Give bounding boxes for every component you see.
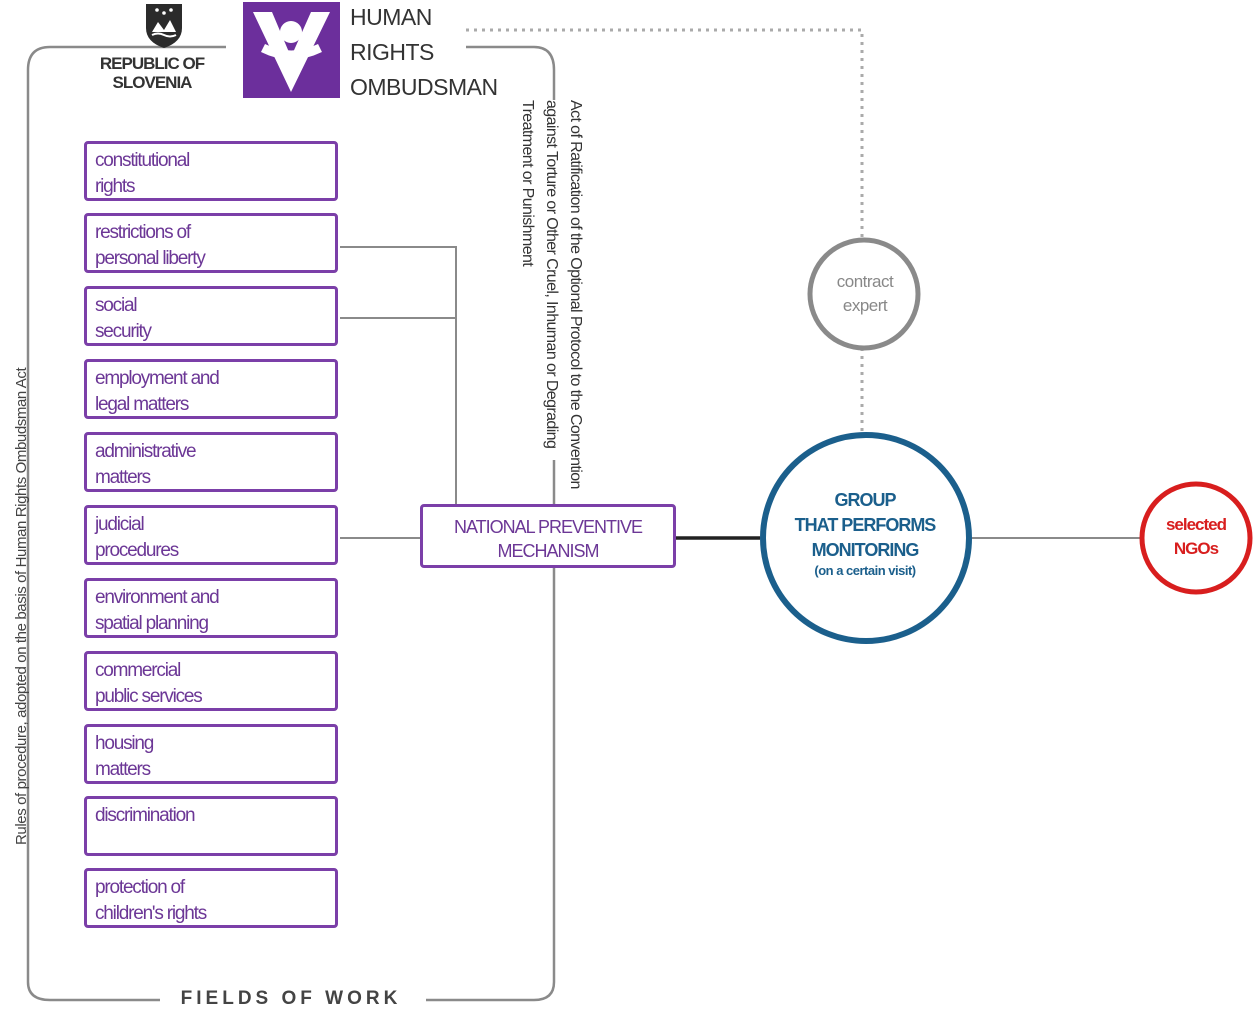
fields-of-work-label: FIELDS OF WORK (160, 988, 422, 1010)
field-label-line-1: constitutional (95, 150, 190, 171)
fields-bracket (26, 45, 556, 1002)
field-label-line-1: administrative (95, 441, 197, 462)
rules-of-procedure-caption: Rules of procedure, adopted on the basis… (13, 367, 30, 845)
field-housing-matters: housing matters (84, 724, 338, 784)
field-label-line-1: commercial (95, 660, 181, 681)
field-label-line-1: housing (95, 733, 154, 754)
field-protection-childrens-rights: protection of children's rights (84, 868, 338, 928)
field-label-line-2: spatial planning (95, 613, 209, 634)
contract-expert-line-1: contract (836, 272, 894, 291)
field-label-line-1: restrictions of (95, 222, 191, 243)
ngos-circle (1139, 481, 1253, 595)
group-line-1: GROUP (834, 490, 896, 510)
field-label-line-2: children's rights (95, 903, 207, 924)
ngos-line-2: NGOs (1173, 539, 1219, 558)
republic-line-1: REPUBLIC OF (99, 54, 205, 73)
field-label-line-2: personal liberty (95, 248, 206, 269)
field-label-line-2: matters (95, 759, 151, 780)
monitoring-group-label: GROUP THAT PERFORMS MONITORING (on a cer… (770, 488, 960, 579)
ratification-act-caption: Act of Ratification of the Optional Prot… (519, 100, 584, 489)
field-label-line-1: social (95, 295, 138, 316)
field-restrictions-personal-liberty: restrictions of personal liberty (84, 213, 338, 273)
group-circle (760, 432, 972, 644)
selected-ngos-label: selected NGOs (1146, 513, 1246, 561)
field-label-line-1: employment and (95, 368, 220, 389)
ombudsman-line-2: RIGHTS (350, 39, 434, 65)
ngos-line-1: selected (1165, 515, 1227, 534)
field-label-line-1: discrimination (95, 805, 196, 826)
contract-expert-circle (807, 237, 921, 351)
field-social-security: social security (84, 286, 338, 346)
contract-expert-line-2: expert (842, 296, 888, 315)
field-label-line-2: procedures (95, 540, 179, 561)
npm-line-2: MECHANISM (497, 541, 599, 561)
republic-line-2: SLOVENIA (112, 73, 193, 92)
field-label-line-1: environment and (95, 587, 220, 608)
slovenia-coat-of-arms-icon (146, 4, 182, 48)
contract-expert-label: contract expert (810, 270, 920, 318)
field-label-line-2: rights (95, 176, 135, 197)
group-line-2: THAT PERFORMS (794, 515, 937, 535)
dotted-line-top (466, 28, 864, 240)
field-discrimination: discrimination (84, 796, 338, 856)
field-constitutional-rights: constitutional rights (84, 141, 338, 201)
field-administrative-matters: administrative matters (84, 432, 338, 492)
field-label-line-1: protection of (95, 877, 185, 898)
field-label-line-2: public services (95, 686, 203, 707)
republic-of-slovenia: REPUBLIC OF SLOVENIA (82, 54, 222, 92)
npm-line-1: NATIONAL PREVENTIVE (453, 517, 643, 537)
field-label-line-2: legal matters (95, 394, 189, 415)
group-line-3: MONITORING (811, 540, 920, 560)
human-rights-ombudsman-logo-icon (243, 2, 340, 98)
field-label-line-2: matters (95, 467, 151, 488)
field-commercial-public-services: commercial public services (84, 651, 338, 711)
ombudsman-line-3: OMBUDSMAN (350, 74, 498, 100)
field-label-line-2: security (95, 321, 152, 342)
ombudsman-line-1: HUMAN (350, 4, 432, 30)
field-label-line-1: judicial (95, 514, 145, 535)
national-preventive-mechanism-box: NATIONAL PREVENTIVE MECHANISM (420, 504, 676, 568)
field-environment-spatial-planning: environment and spatial planning (84, 578, 338, 638)
ombudsman-title: HUMAN RIGHTS OMBUDSMAN (350, 0, 498, 105)
field-judicial-procedures: judicial procedures (84, 505, 338, 565)
field-employment-legal-matters: employment and legal matters (84, 359, 338, 419)
connector-restrictions (340, 246, 457, 504)
group-subtitle: (on a certain visit) (814, 563, 916, 578)
